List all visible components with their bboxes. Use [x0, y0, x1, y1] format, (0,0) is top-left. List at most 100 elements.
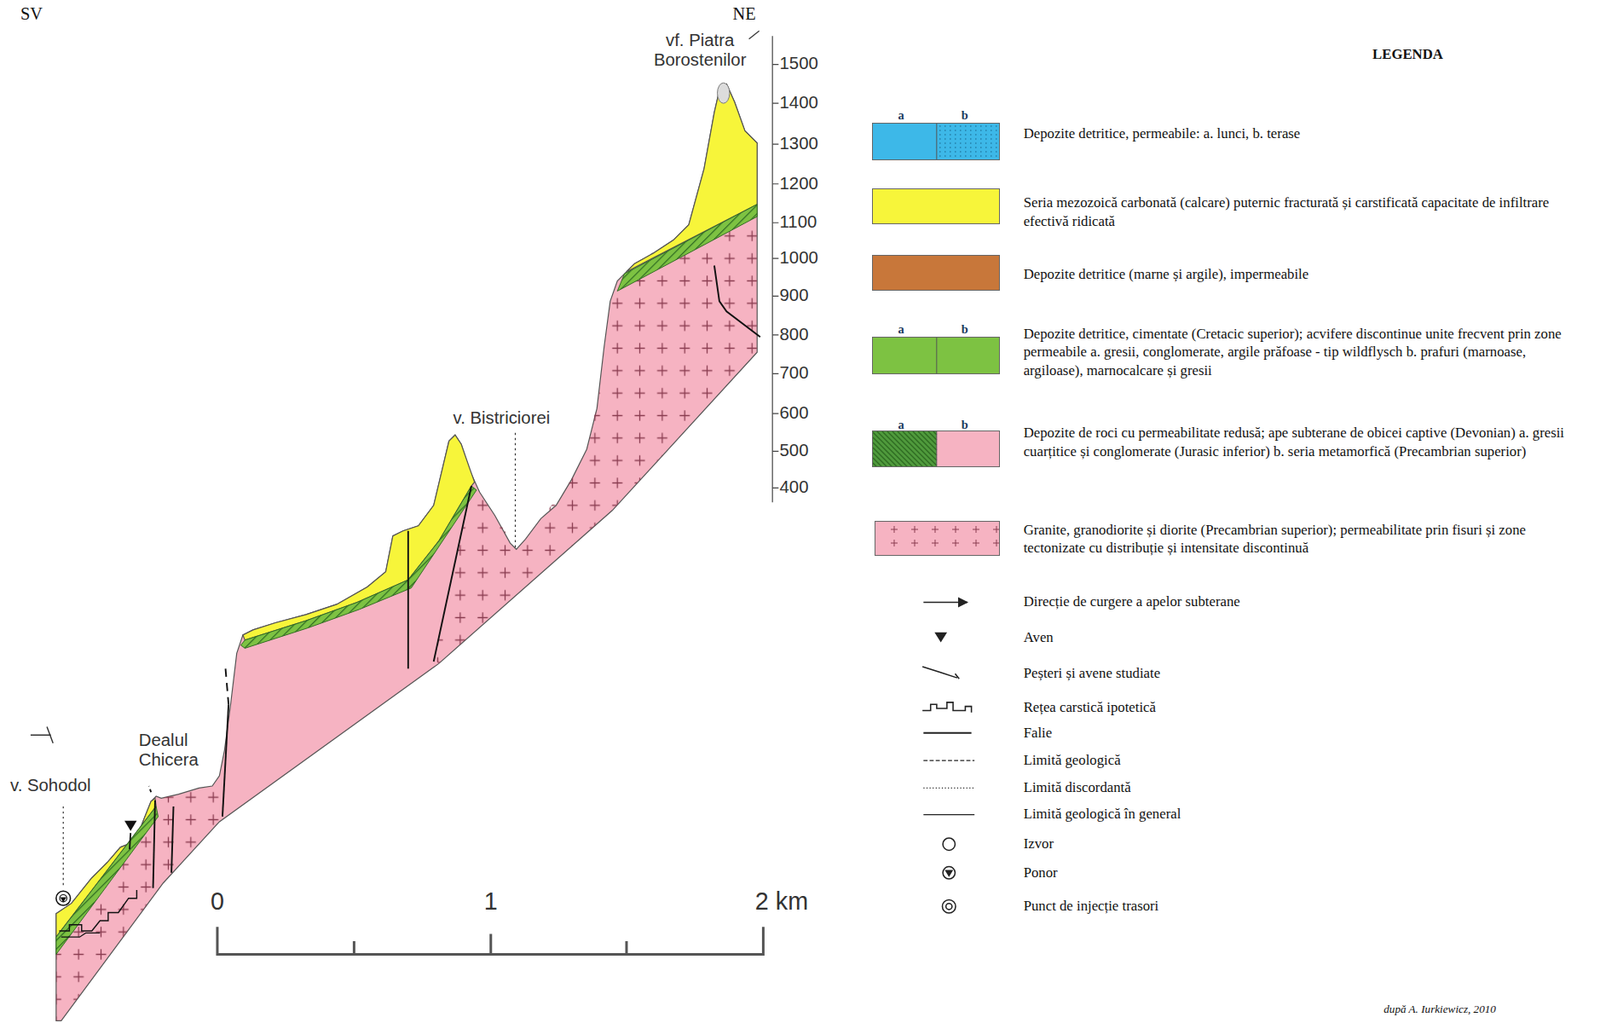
swatch-stipple — [965, 146, 968, 149]
swatch-stipple — [965, 133, 968, 136]
fault-line — [149, 785, 151, 792]
swatch-stipple — [996, 142, 999, 145]
flow-arrow-sample — [923, 601, 967, 604]
swatch-stipple — [965, 155, 968, 157]
legend-swatch — [872, 122, 1000, 161]
valley-name: v. Bistriciorei — [452, 408, 550, 428]
swatch-cross — [890, 539, 898, 547]
legend-text: Depozite detritice (marne și argile), im… — [1023, 265, 1580, 284]
swatch-cross — [952, 539, 959, 547]
sandstone-band-west — [56, 806, 159, 955]
legend-swatch — [872, 188, 1000, 225]
swatch-hatch — [918, 431, 937, 451]
scale-label: 2 km — [755, 887, 809, 916]
valley-leader — [63, 806, 64, 889]
swatch-stipple — [945, 150, 948, 153]
dip-symbol — [30, 727, 53, 744]
fault-line — [407, 531, 410, 670]
limestone-west — [56, 797, 156, 937]
swatch-stipple — [945, 129, 948, 132]
swatch-stipple — [940, 125, 942, 128]
legend-text: Depozite detritice, permeabile: a. lunci… — [1023, 124, 1580, 144]
subunit-letter: b — [961, 322, 969, 337]
swatch-stipple — [960, 150, 963, 153]
swatch-cross — [911, 539, 919, 547]
swatch-stipple — [986, 133, 988, 136]
swatch-stipple — [996, 155, 999, 157]
elevation-tick-label: 700 — [779, 363, 809, 383]
swatch-stipple — [955, 129, 958, 132]
swatch-pattern — [875, 521, 1000, 557]
elevation-tick-label: 600 — [779, 403, 809, 423]
swatch-divider — [936, 123, 938, 161]
swatch-stipple — [991, 129, 994, 132]
granite-crosses — [56, 775, 223, 1021]
fault-line — [433, 485, 472, 662]
swatch-hatch — [928, 431, 937, 440]
swatch-hatch — [907, 431, 937, 461]
scale-bar-ticks — [353, 934, 627, 955]
elevation-tick-label: 900 — [779, 285, 809, 306]
swatch-cross — [931, 525, 939, 533]
swatch-stipple — [970, 138, 973, 140]
swatch-cross — [972, 539, 980, 547]
swatch-stipple — [970, 125, 973, 128]
swatch-stipple — [970, 142, 973, 145]
swatch-hatch — [912, 431, 937, 456]
legend-text: Depozite de roci cu permeabilitate redus… — [1023, 423, 1580, 462]
swatch-stipple — [965, 142, 968, 145]
tracer-injection-point — [59, 894, 67, 902]
swatch-stipple — [996, 129, 999, 132]
source-credit: după A. Iurkiewicz, 2010 — [1383, 1002, 1497, 1016]
swatch-stipple — [981, 129, 983, 132]
legend-text: Rețea carstică ipotetică — [1023, 698, 1580, 717]
aven-shaft — [129, 832, 131, 850]
swatch-stipple — [940, 150, 942, 153]
legend-text: Limită discordantă — [1023, 778, 1580, 798]
legend-swatch — [872, 336, 1000, 375]
fault-line — [153, 800, 156, 889]
swatch-stipple — [991, 133, 994, 136]
swatch-stipple — [950, 142, 953, 145]
swatch-hatch — [872, 442, 899, 468]
fault-line — [225, 668, 230, 705]
swatch-stipple — [965, 138, 968, 140]
legend-text: Punct de injecție trasori — [1023, 896, 1580, 916]
swatch-stipple — [955, 142, 958, 145]
swatch-stipple — [991, 150, 994, 153]
faults — [149, 265, 761, 889]
swatch-cross — [993, 539, 1000, 547]
swatch-stipple — [976, 133, 978, 136]
ponor-mark — [60, 896, 67, 902]
swatch-metamorphic — [936, 431, 1000, 468]
subunit-letter: a — [897, 322, 904, 337]
swatch-stipple — [940, 142, 942, 145]
swatch-stipple — [991, 142, 994, 145]
swatch-stipple — [945, 125, 948, 128]
karst-features — [30, 30, 760, 937]
valley-leader — [514, 433, 516, 548]
swatch-stipple — [940, 146, 942, 149]
swatch-stipple — [976, 146, 978, 149]
swatch-stipple — [991, 146, 994, 149]
karst-network — [61, 932, 100, 937]
swatch-stipple — [981, 133, 983, 136]
direction-label: NE — [732, 4, 756, 24]
swatch-hatch — [902, 431, 937, 466]
legend-text: Limită geologică — [1023, 750, 1580, 770]
rock-units — [56, 82, 757, 1021]
legend-text: Depozite detritice, cimentate (Cretacic … — [1023, 324, 1580, 381]
swatch-stipple — [996, 133, 999, 136]
aven-sample — [935, 632, 947, 642]
swatch-stipple — [986, 138, 988, 140]
summit-cap — [717, 82, 730, 104]
fault-sample — [923, 732, 971, 734]
swatch-stipple — [940, 138, 942, 140]
swatch-pattern — [872, 189, 1000, 225]
legend-title: LEGENDA — [1372, 46, 1444, 63]
fault-line — [171, 806, 174, 873]
swatch-hatch — [872, 457, 884, 468]
ponor-sample — [942, 866, 955, 879]
